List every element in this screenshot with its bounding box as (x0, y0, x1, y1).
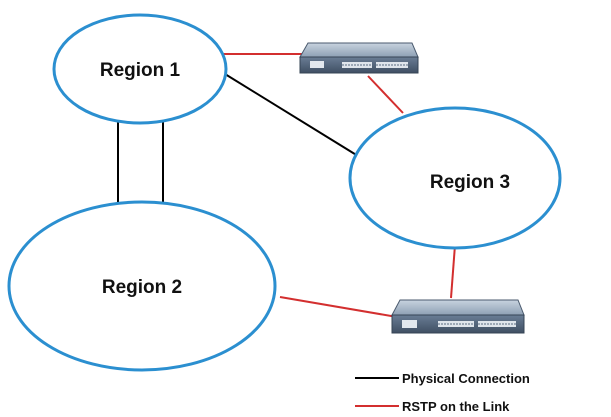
legend-rstp-label: RSTP on the Link (402, 399, 510, 414)
region-3-outline (348, 106, 562, 250)
rstp-link-switch1-region3 (367, 75, 404, 114)
region-3-label: Region 3 (430, 172, 510, 193)
connections (117, 53, 456, 318)
region-2-label: Region 2 (102, 277, 182, 298)
physical-link-region1-region3 (224, 73, 359, 157)
region-3: Region 3 (348, 106, 562, 250)
network-switch-icon (391, 299, 525, 334)
region-1: Region 1 (52, 13, 228, 125)
region-1-label: Region 1 (100, 60, 181, 81)
legend: Physical Connection RSTP on the Link (355, 371, 530, 414)
region-2: Region 2 (7, 200, 277, 372)
legend-physical-label: Physical Connection (402, 371, 530, 386)
network-switch-icon (299, 42, 419, 74)
rstp-link-region2-switch2 (279, 296, 398, 318)
region-2-outline (7, 200, 277, 372)
region-1-outline (52, 13, 228, 125)
rstp-link-region3-switch2 (450, 244, 456, 299)
